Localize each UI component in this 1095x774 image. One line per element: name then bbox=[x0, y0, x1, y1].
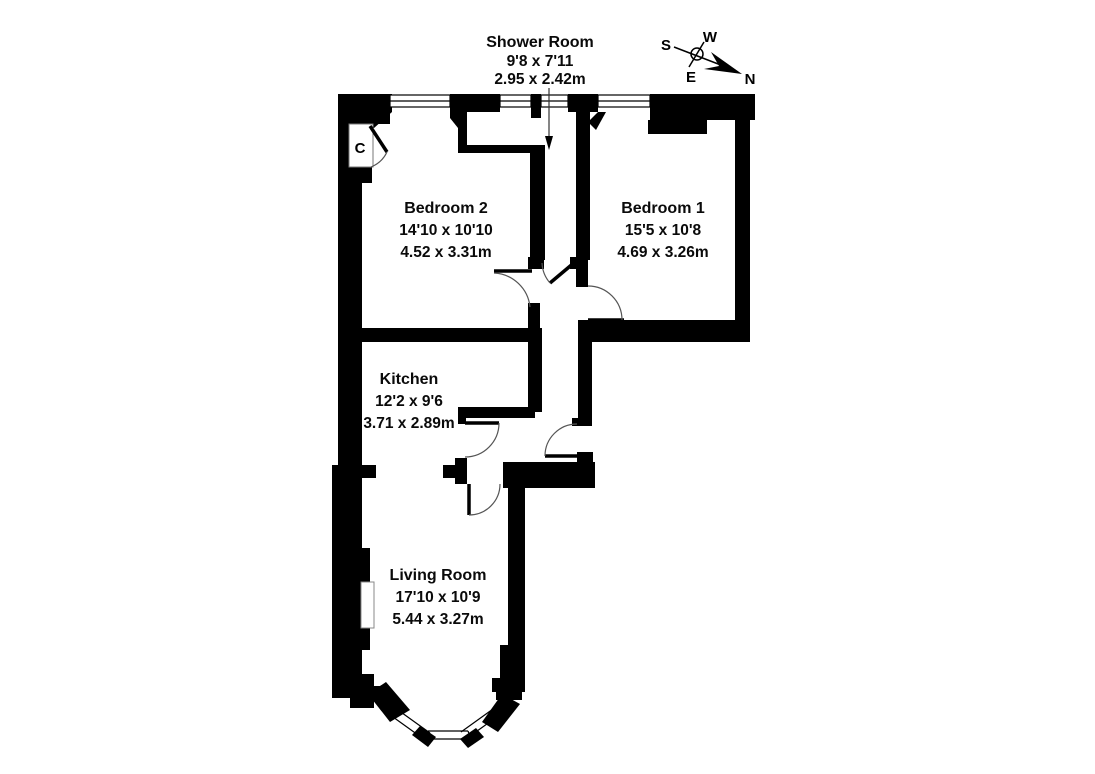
wall bbox=[362, 328, 530, 342]
room-label-living: Living Room 17'10 x 10'9 5.44 x 3.27m bbox=[390, 567, 487, 628]
wall-bay bbox=[368, 682, 410, 722]
compass-axis-sn bbox=[673, 46, 727, 68]
wall-bay bbox=[460, 728, 484, 748]
wall-reveal bbox=[588, 112, 606, 130]
door-living-room bbox=[467, 483, 501, 516]
door-kitchen bbox=[464, 421, 500, 458]
wall bbox=[531, 94, 541, 118]
wall bbox=[735, 94, 750, 342]
wall bbox=[530, 145, 545, 260]
wall bbox=[576, 269, 588, 287]
window-shower-left bbox=[499, 94, 532, 108]
wall bbox=[568, 94, 598, 112]
room-labels: Shower Room 9'8 x 7'11 2.95 x 2.42m Bedr… bbox=[355, 34, 709, 628]
wall bbox=[578, 320, 592, 426]
room-name: Shower Room bbox=[486, 34, 594, 51]
room-label-kitchen: Kitchen 12'2 x 9'6 3.71 x 2.89m bbox=[363, 371, 454, 432]
wall bbox=[492, 678, 525, 692]
wall bbox=[450, 94, 500, 112]
compass-label-west: W bbox=[703, 29, 718, 46]
wall-bay bbox=[412, 726, 436, 747]
compass-label-north: N bbox=[745, 71, 756, 88]
cupboard-box bbox=[348, 123, 374, 168]
bay-window-right bbox=[460, 708, 499, 740]
wall bbox=[458, 407, 466, 424]
door-bedroom2 bbox=[493, 269, 532, 308]
wall bbox=[528, 328, 542, 412]
room-dim-imperial: 9'8 x 7'11 bbox=[507, 53, 574, 70]
wall bbox=[648, 120, 707, 134]
compass: S W E N bbox=[661, 29, 755, 88]
room-name: Bedroom 2 bbox=[404, 200, 488, 217]
room-dim-metric: 3.71 x 2.89m bbox=[363, 415, 454, 432]
doors bbox=[368, 125, 624, 516]
compass-north-arrow bbox=[704, 52, 742, 74]
window-bedroom2 bbox=[389, 94, 451, 108]
wall-bay bbox=[482, 694, 520, 732]
room-name: Living Room bbox=[390, 567, 487, 584]
door-cupboard bbox=[368, 125, 389, 168]
wall bbox=[528, 303, 540, 333]
window-shower-right bbox=[540, 94, 569, 108]
windows bbox=[348, 94, 651, 741]
compass-label-south: S bbox=[661, 37, 671, 54]
room-name: Bedroom 1 bbox=[621, 200, 705, 217]
wall bbox=[458, 407, 535, 418]
cupboard-label: C bbox=[355, 140, 366, 157]
wall bbox=[332, 674, 374, 686]
wall bbox=[496, 690, 522, 700]
wall bbox=[503, 462, 595, 488]
wall bbox=[570, 257, 588, 269]
room-dim-metric: 5.44 x 3.27m bbox=[392, 611, 483, 628]
window-bedroom1 bbox=[597, 94, 651, 108]
wall bbox=[500, 645, 525, 681]
wall bbox=[350, 694, 374, 708]
room-label-bedroom1: Bedroom 1 15'5 x 10'8 4.69 x 3.26m bbox=[617, 200, 708, 261]
door-bedroom1 bbox=[587, 285, 624, 322]
walls bbox=[332, 94, 755, 748]
room-dim-metric: 2.95 x 2.42m bbox=[494, 71, 585, 88]
wall bbox=[572, 418, 590, 426]
door-shower-room bbox=[541, 260, 577, 285]
room-name: Kitchen bbox=[380, 371, 439, 388]
fireplace-recess bbox=[360, 581, 375, 629]
room-dim-imperial: 17'10 x 10'9 bbox=[396, 589, 481, 606]
room-dim-imperial: 15'5 x 10'8 bbox=[625, 222, 702, 239]
door-hall bbox=[544, 423, 578, 458]
room-label-bedroom2: Bedroom 2 14'10 x 10'10 4.52 x 3.31m bbox=[399, 200, 493, 261]
wall bbox=[458, 108, 467, 153]
bay-window-bottom bbox=[424, 730, 472, 740]
wall bbox=[576, 112, 590, 260]
compass-axis-we bbox=[688, 41, 705, 68]
shower-pointer-arrow bbox=[545, 88, 553, 150]
room-dim-imperial: 14'10 x 10'10 bbox=[399, 222, 493, 239]
compass-label-east: E bbox=[686, 69, 696, 86]
wall bbox=[338, 163, 372, 183]
room-dim-metric: 4.52 x 3.31m bbox=[400, 244, 491, 261]
room-label-shower: Shower Room 9'8 x 7'11 2.95 x 2.42m bbox=[486, 34, 594, 88]
room-dim-imperial: 12'2 x 9'6 bbox=[375, 393, 443, 410]
wall bbox=[455, 458, 467, 484]
wall bbox=[508, 488, 525, 648]
wall bbox=[588, 320, 750, 342]
wall bbox=[528, 257, 544, 269]
wall bbox=[332, 465, 376, 478]
wall-reveal bbox=[450, 112, 458, 128]
room-dim-metric: 4.69 x 3.26m bbox=[617, 244, 708, 261]
wall bbox=[458, 145, 535, 153]
compass-hub bbox=[690, 47, 704, 61]
bay-window-left bbox=[392, 709, 431, 741]
